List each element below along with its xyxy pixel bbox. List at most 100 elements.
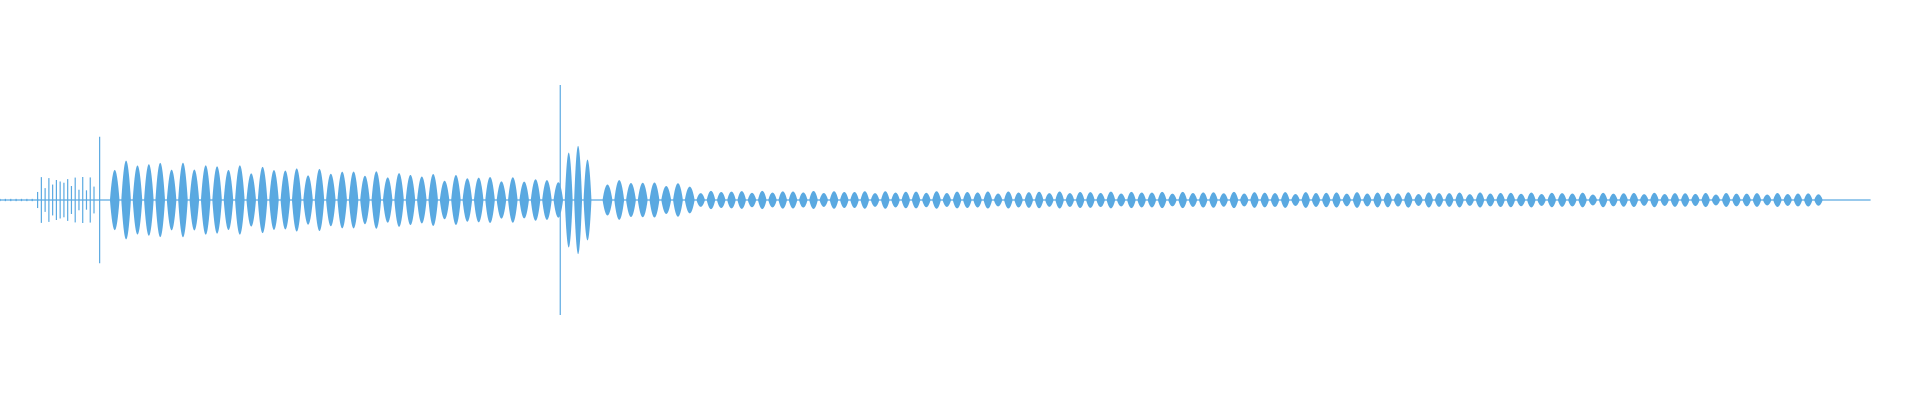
- waveform-blob: [768, 192, 777, 208]
- waveform-blob: [911, 191, 921, 209]
- waveform-blob: [696, 193, 706, 207]
- waveform-blob: [1096, 192, 1105, 208]
- waveform-blob: [942, 193, 952, 207]
- waveform-blob: [1198, 192, 1208, 208]
- waveform-blob: [1321, 192, 1331, 208]
- waveform-blob: [1486, 193, 1495, 207]
- waveform-blob: [508, 177, 518, 223]
- waveform-blob: [1609, 193, 1618, 207]
- waveform-blob: [564, 152, 573, 248]
- waveform-blob: [1024, 192, 1034, 208]
- waveform-blob: [132, 165, 143, 235]
- waveform-blob: [860, 191, 870, 209]
- waveform-blob: [747, 192, 757, 208]
- waveform-blob: [109, 169, 120, 231]
- waveform-blob: [417, 176, 427, 224]
- waveform-blob: [1660, 194, 1669, 206]
- waveform-blob: [1116, 193, 1126, 207]
- waveform-blob: [155, 162, 166, 238]
- waveform-blob: [1803, 193, 1813, 207]
- waveform-blob: [1270, 192, 1280, 208]
- waveform-blob: [583, 159, 592, 241]
- waveform-blob: [485, 176, 495, 224]
- waveform-blob: [519, 181, 529, 219]
- waveform-blob: [428, 174, 438, 226]
- waveform-blob: [1527, 192, 1536, 208]
- waveform-blob: [1465, 194, 1475, 206]
- waveform-blob: [1311, 193, 1321, 207]
- waveform-blob: [993, 193, 1003, 207]
- waveform-blob: [1752, 193, 1762, 207]
- waveform-blob: [1280, 192, 1290, 208]
- waveform-blob: [850, 191, 859, 209]
- waveform-blob: [706, 190, 716, 210]
- waveform-blob: [1434, 193, 1444, 207]
- waveform-blob: [1506, 192, 1516, 208]
- waveform-blob: [496, 181, 507, 219]
- waveform-blob: [798, 192, 808, 208]
- waveform-blob: [1373, 192, 1382, 208]
- waveform-blob: [963, 192, 972, 208]
- waveform-blob: [757, 190, 767, 210]
- waveform-blob: [178, 162, 188, 238]
- waveform-blob: [1670, 193, 1680, 207]
- waveform-blob: [121, 160, 131, 240]
- waveform-blob: [1106, 191, 1116, 209]
- waveform-blob: [881, 191, 890, 209]
- waveform-blob: [737, 191, 747, 209]
- waveform-blob: [405, 174, 416, 226]
- waveform-blob: [314, 168, 325, 232]
- waveform-blob: [1332, 192, 1341, 208]
- waveform-blob: [1301, 192, 1311, 208]
- waveform-blob: [280, 170, 291, 230]
- waveform-blob: [932, 191, 941, 209]
- waveform-blob: [1014, 192, 1023, 208]
- waveform-blob: [212, 166, 222, 234]
- waveform-blob: [1650, 192, 1659, 208]
- waveform-blob: [1742, 193, 1751, 207]
- waveform-blob: [473, 177, 484, 223]
- waveform-blob: [1209, 192, 1218, 208]
- waveform-blob: [337, 171, 347, 229]
- waveform-blob: [382, 177, 393, 223]
- waveform-blob: [326, 173, 336, 227]
- waveform-blob: [1137, 192, 1146, 208]
- waveform-blob: [922, 192, 931, 208]
- waveform-blob: [1178, 191, 1187, 209]
- waveform-blob: [1588, 194, 1598, 206]
- waveform-blob: [637, 182, 648, 218]
- waveform-blob: [1393, 193, 1403, 207]
- waveform-blob: [1004, 191, 1013, 209]
- waveform-blob: [1403, 192, 1413, 208]
- waveform-blob: [189, 169, 200, 231]
- waveform-blob: [778, 191, 788, 209]
- waveform-blob: [973, 192, 982, 208]
- waveform-blob: [1783, 194, 1793, 206]
- waveform-blob: [1239, 193, 1249, 207]
- waveform-blob: [291, 168, 302, 232]
- waveform-blob: [891, 192, 900, 208]
- waveform-blob: [371, 171, 382, 229]
- waveform-blob: [614, 180, 625, 220]
- waveform-blob: [144, 164, 154, 236]
- waveform-blob: [1127, 191, 1136, 209]
- waveform-blob: [235, 165, 245, 235]
- waveform-blob: [1157, 191, 1167, 209]
- waveform-blob: [246, 173, 256, 227]
- waveform-blob: [1414, 194, 1423, 206]
- waveform-blob: [1691, 193, 1700, 207]
- waveform-blob: [1629, 192, 1639, 208]
- waveform-blob: [1762, 194, 1772, 206]
- waveform-blob: [1219, 193, 1229, 207]
- waveform-blob: [1711, 194, 1721, 206]
- waveform-blob: [166, 169, 177, 231]
- waveform-blob: [1445, 193, 1454, 207]
- waveform-blob: [462, 178, 473, 222]
- waveform-blob: [649, 182, 660, 218]
- waveform-blob: [1578, 192, 1587, 208]
- waveform-blob: [1701, 192, 1710, 208]
- waveform-blob: [348, 171, 359, 229]
- waveform-blob: [684, 186, 695, 214]
- waveform-blob: [1045, 193, 1054, 207]
